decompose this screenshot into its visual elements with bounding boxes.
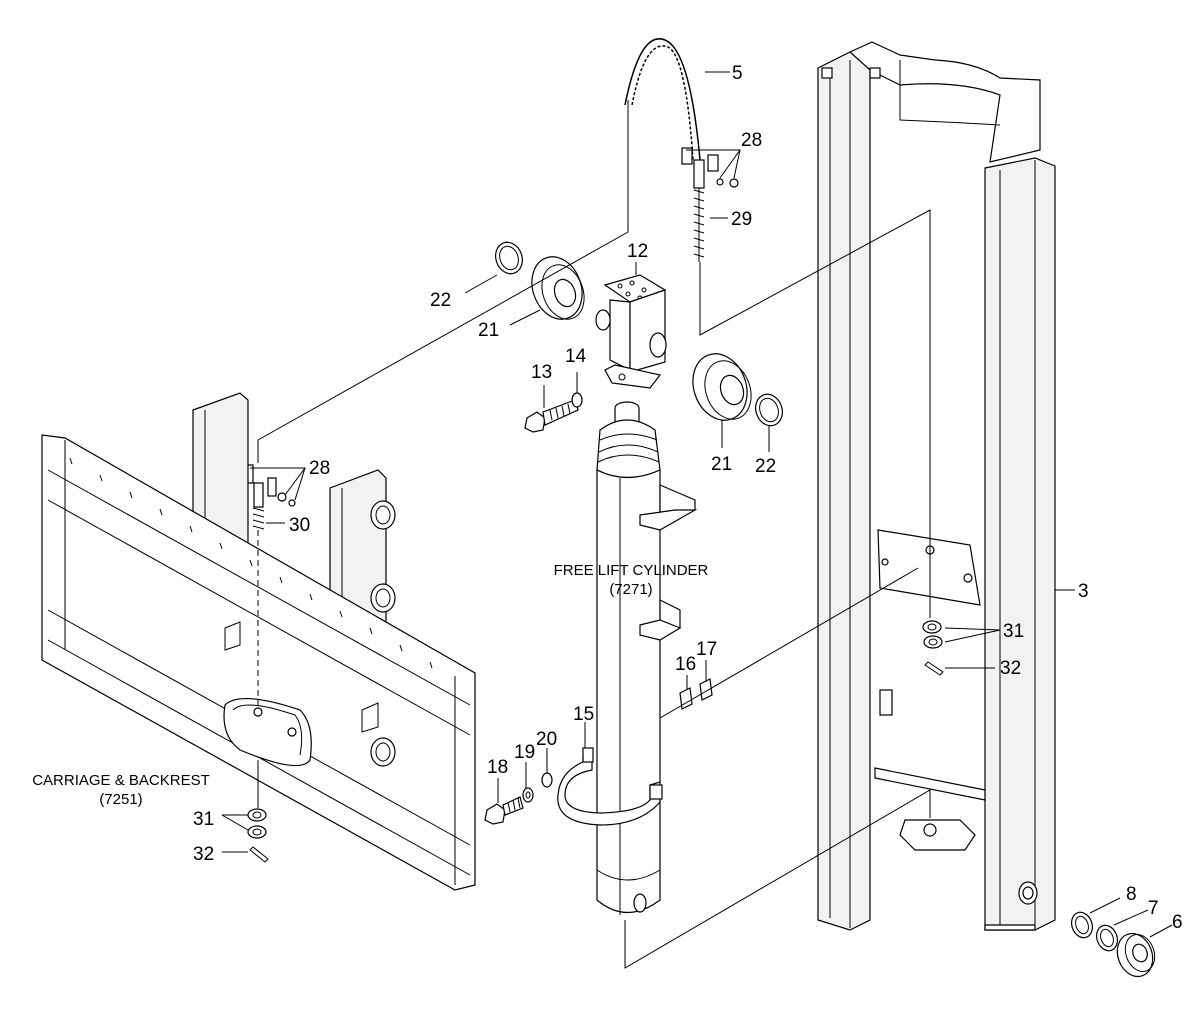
- nuts-pin-mast: [922, 620, 1001, 676]
- carriage-backrest-code: (7251): [99, 791, 142, 808]
- callout-32-mast: 32: [1000, 658, 1021, 679]
- bearing-rings: [1071, 897, 1173, 978]
- shims-16-17: [679, 660, 713, 710]
- chain-anchor-bolt-lower: [244, 464, 306, 530]
- callout-30: 30: [289, 515, 310, 536]
- leader-lines: [257, 115, 931, 969]
- sheave-assembly: [464, 241, 783, 452]
- callout-28-lower: 28: [309, 458, 330, 479]
- callout-12: 12: [627, 241, 648, 262]
- callout-28-upper: 28: [741, 130, 762, 151]
- callout-31-carriage: 31: [193, 809, 214, 830]
- callout-32-carriage: 32: [193, 844, 214, 865]
- callout-22-lower: 22: [755, 456, 776, 477]
- callout-8: 8: [1126, 884, 1137, 905]
- mast-channel: [817, 41, 1075, 931]
- free-lift-cylinder-title: FREE LIFT CYLINDER: [554, 562, 709, 579]
- callout-15: 15: [573, 704, 594, 725]
- callout-7: 7: [1148, 898, 1159, 919]
- free-lift-cylinder-code: (7271): [609, 581, 652, 598]
- callout-29: 29: [731, 209, 752, 230]
- callout-21-lower: 21: [711, 454, 732, 475]
- callout-22-upper: 22: [430, 290, 451, 311]
- callout-31-mast: 31: [1003, 621, 1024, 642]
- callout-5: 5: [732, 63, 743, 84]
- lift-chain: [624, 38, 730, 161]
- callout-18: 18: [487, 757, 508, 778]
- callout-16: 16: [675, 654, 696, 675]
- callout-19: 19: [514, 742, 535, 763]
- carriage-backrest-title: CARRIAGE & BACKREST: [32, 772, 210, 789]
- callout-17: 17: [696, 639, 717, 660]
- free-lift-cylinder: [596, 401, 698, 915]
- callout-labels: 3 5 6 7 8 12 13 14 15 16 17 18 19 20 21 …: [32, 63, 1182, 933]
- callout-14: 14: [565, 346, 587, 367]
- callout-6: 6: [1172, 912, 1183, 933]
- u-bolt-clamp: [557, 722, 663, 826]
- callout-3: 3: [1078, 581, 1089, 602]
- callout-13: 13: [531, 362, 552, 383]
- chain-anchor-bolt-upper: [681, 147, 741, 262]
- bolt-18-washers: [484, 748, 553, 825]
- bolt-13-washer-14: [524, 372, 583, 433]
- callout-21-upper: 21: [478, 320, 499, 341]
- callout-20: 20: [536, 729, 557, 750]
